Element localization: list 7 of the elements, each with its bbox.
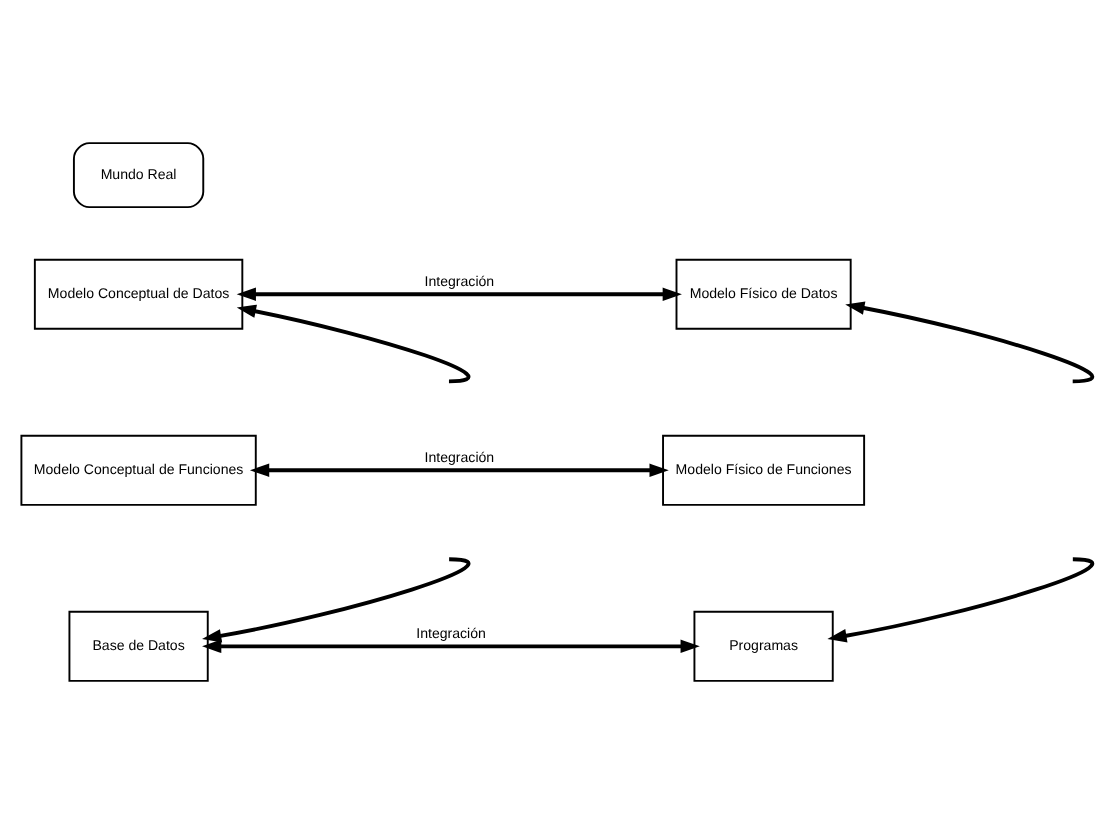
arrow: [236, 287, 682, 301]
arrow: [249, 463, 669, 477]
arrow: [827, 557, 1094, 643]
arrow: [202, 629, 700, 654]
arrow: [202, 557, 470, 654]
arrow: [236, 304, 470, 384]
arrow: [845, 301, 1094, 384]
